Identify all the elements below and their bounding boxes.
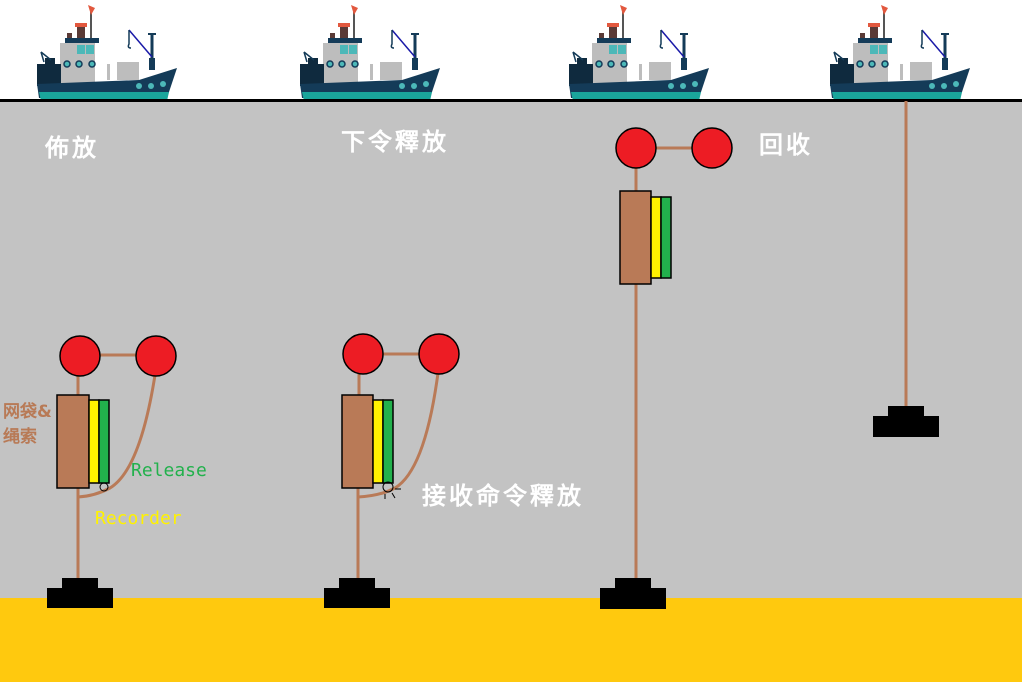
net-bag <box>341 394 374 489</box>
net-rope-label: 绳索 <box>3 426 37 447</box>
anchor-weight <box>600 588 666 609</box>
release <box>660 196 672 279</box>
anchor-weight <box>888 406 924 417</box>
anchor-weight <box>339 578 375 589</box>
anchor-weight <box>62 578 98 589</box>
net-rope-label: 网袋& <box>3 401 52 422</box>
float-ball <box>342 333 384 375</box>
net-bag <box>619 190 652 285</box>
stage-label: 佈放 <box>44 134 99 162</box>
stage-command-release: 下令釋放 接收命令釋放 <box>324 128 584 608</box>
float-ball <box>691 127 733 169</box>
anchor-weight <box>873 416 939 437</box>
seabed <box>0 598 1022 682</box>
float-ball <box>59 335 101 377</box>
anchor-weight <box>47 588 113 608</box>
release-signal-icon <box>382 481 401 499</box>
float-ball <box>615 127 657 169</box>
anchor-weight <box>615 578 651 589</box>
anchor-weight <box>324 588 390 608</box>
float-ball <box>135 335 177 377</box>
recorder-label: Recorder <box>95 508 182 529</box>
recorder <box>372 399 384 484</box>
stage-label: 下令釋放 <box>341 128 449 156</box>
net-bag <box>56 394 90 489</box>
release <box>98 399 110 484</box>
recorder <box>650 196 662 279</box>
stage-deploy: 佈放 网袋& 绳索 Release Recorder <box>3 134 207 608</box>
release <box>382 399 394 484</box>
stage-recovery: 回收 <box>600 127 813 609</box>
recorder <box>88 399 100 484</box>
stage-label: 回收 <box>759 131 813 159</box>
sea-surface-line <box>0 99 1022 102</box>
float-ball <box>418 333 460 375</box>
release-hook <box>99 482 109 492</box>
release-label: Release <box>131 460 207 481</box>
receive-command-label: 接收命令釋放 <box>422 482 584 510</box>
stage-anchor-lift <box>873 101 939 437</box>
